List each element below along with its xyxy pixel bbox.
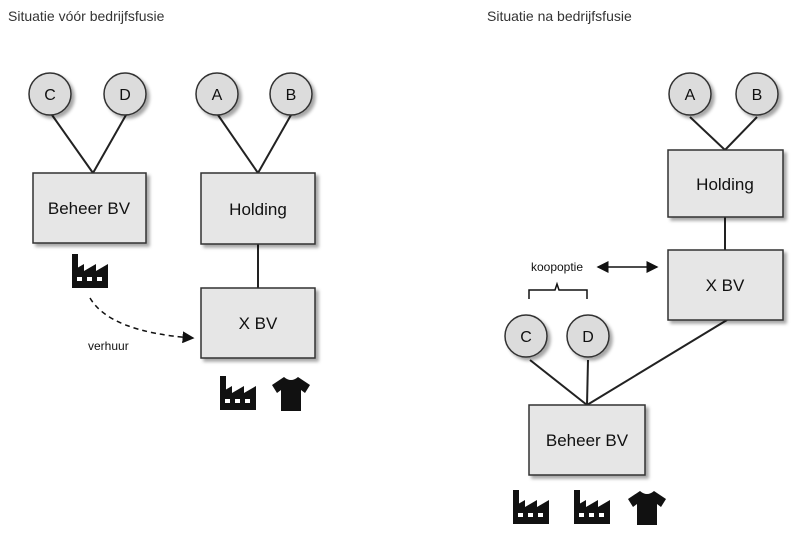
tshirt-icon [628, 491, 666, 525]
box-label: Holding [229, 200, 287, 219]
before-shareholder-d: D [103, 72, 147, 116]
after-section: A B C D Holding X BV Beheer BV koopoptie [504, 72, 784, 525]
before-title: Situatie vóór bedrijfsfusie [8, 8, 165, 24]
before-connectors [51, 114, 292, 288]
after-title: Situatie na bedrijfsfusie [487, 8, 632, 24]
before-shareholder-b: B [269, 72, 313, 116]
box-label: Beheer BV [546, 431, 629, 450]
shareholder-label: B [286, 87, 297, 104]
option-bracket [528, 281, 588, 299]
shareholder-label: A [212, 87, 223, 104]
before-shareholder-c: C [28, 72, 72, 116]
after-shareholder-a: A [668, 72, 712, 116]
option-label: koopoptie [531, 260, 583, 274]
before-section: C D A B Beheer BV Holding X BV verhu [28, 72, 316, 411]
before-xbv-box: X BV [200, 287, 316, 359]
tshirt-icon [272, 377, 310, 411]
before-beheer-bv-box: Beheer BV [32, 172, 147, 244]
after-connectors [529, 116, 758, 406]
shareholder-label: C [520, 329, 532, 346]
factory-icon [72, 254, 108, 288]
shareholder-label: B [752, 87, 763, 104]
lease-label: verhuur [88, 339, 129, 353]
factory-icon [513, 490, 549, 524]
box-label: X BV [706, 276, 745, 295]
after-beheer-bv-box: Beheer BV [528, 404, 646, 476]
shareholder-label: D [582, 329, 594, 346]
before-shareholder-a: A [195, 72, 239, 116]
after-shareholder-d: D [566, 314, 610, 358]
factory-icon [220, 376, 256, 410]
factory-icon [574, 490, 610, 524]
shareholder-label: D [119, 87, 131, 104]
shareholder-label: C [44, 87, 56, 104]
shareholder-label: A [685, 87, 696, 104]
after-holding-box: Holding [667, 149, 784, 218]
box-label: Holding [696, 175, 754, 194]
after-shareholder-c: C [504, 314, 548, 358]
after-shareholder-b: B [735, 72, 779, 116]
after-xbv-box: X BV [667, 249, 784, 321]
box-label: X BV [239, 314, 278, 333]
box-label: Beheer BV [48, 199, 131, 218]
lease-arrow [89, 297, 195, 344]
before-holding-box: Holding [200, 172, 316, 245]
